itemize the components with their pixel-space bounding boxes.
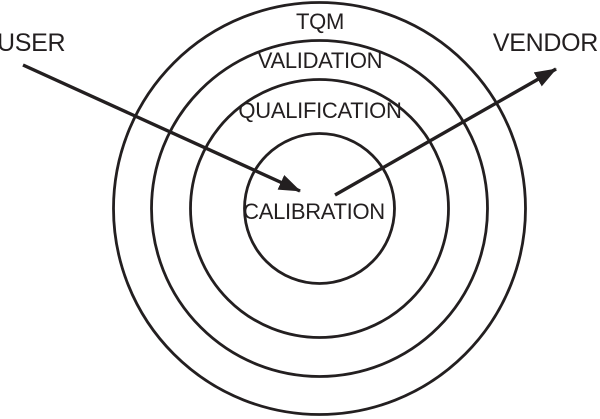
user-label: USER bbox=[0, 29, 66, 57]
ring-circle-tqm bbox=[112, 1, 527, 416]
ring-label-qualification: QUALIFICATION bbox=[238, 98, 402, 123]
ring-circle-validation bbox=[150, 39, 489, 378]
ring-label-calibration: CALIBRATION bbox=[243, 199, 385, 224]
ring-label-tqm: TQM bbox=[296, 9, 344, 34]
calibration-to-vendor-arrow bbox=[334, 67, 557, 197]
vendor-label: VENDOR bbox=[492, 29, 598, 57]
ring-circle-calibration bbox=[243, 132, 396, 285]
ring-circle-qualification bbox=[189, 78, 450, 339]
ring-label-validation: VALIDATION bbox=[257, 48, 383, 73]
user-to-calibration-arrow bbox=[22, 63, 301, 193]
